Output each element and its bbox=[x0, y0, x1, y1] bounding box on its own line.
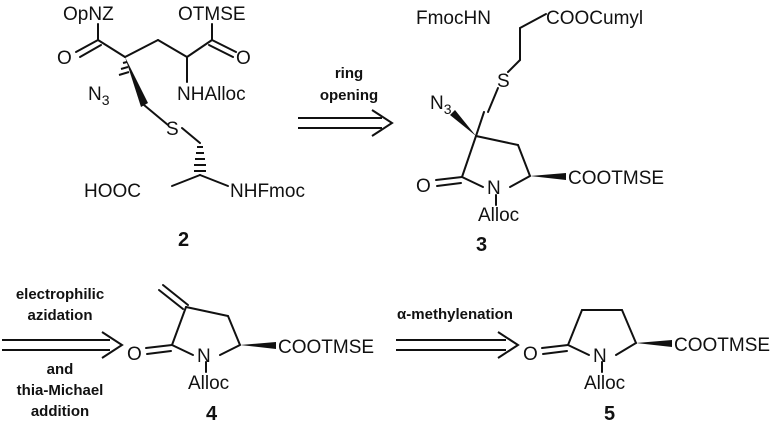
group-label: FmocHN bbox=[416, 8, 491, 29]
atom-label: S bbox=[166, 119, 179, 140]
atom-label: O bbox=[236, 48, 251, 69]
atom-label: N bbox=[593, 346, 607, 367]
atom-label: N bbox=[197, 346, 211, 367]
atom-label: O bbox=[523, 344, 538, 365]
compound-5: O N COOTMSE Alloc 5 bbox=[523, 309, 770, 425]
group-label: HOOC bbox=[84, 181, 141, 202]
compound-3: FmocHN COOCumyl S N3 O N COOTMSE Alloc 3 bbox=[416, 8, 664, 256]
atom-label: N3 bbox=[430, 93, 452, 117]
atom-label: N3 bbox=[88, 84, 110, 108]
group-label: COOTMSE bbox=[568, 168, 664, 189]
arrow-label: azidation bbox=[27, 307, 92, 324]
arrow-label: thia-Michael bbox=[17, 382, 104, 399]
stereo-hash-bond bbox=[194, 146, 206, 172]
group-label: Alloc bbox=[584, 373, 625, 394]
arrow-label: ring bbox=[335, 65, 363, 82]
arrow-label: opening bbox=[320, 87, 378, 104]
retro-arrow-azidation: electrophilic azidation and thia-Michael… bbox=[2, 286, 124, 420]
group-label: Alloc bbox=[478, 205, 519, 226]
arrow-label: electrophilic bbox=[16, 286, 104, 303]
retro-arrow-methylenation: α-methylenation bbox=[396, 306, 520, 359]
arrow-label: α-methylenation bbox=[397, 306, 513, 323]
compound-number: 2 bbox=[178, 229, 189, 251]
arrow-label: addition bbox=[31, 403, 89, 420]
group-label: COOCumyl bbox=[546, 8, 643, 29]
arrow-label: and bbox=[47, 361, 74, 378]
group-label: OTMSE bbox=[178, 4, 246, 25]
group-label: COOTMSE bbox=[278, 337, 374, 358]
atom-label: N bbox=[487, 178, 501, 199]
compound-4: O N COOTMSE Alloc 4 bbox=[127, 284, 374, 425]
group-label: Alloc bbox=[188, 373, 229, 394]
group-label: OpNZ bbox=[63, 4, 114, 25]
compound-number: 3 bbox=[476, 234, 487, 256]
compound-number: 4 bbox=[206, 403, 218, 425]
compound-2: OpNZ OTMSE O O N3 NHAlloc S HOOC NHFmoc … bbox=[57, 4, 305, 251]
retro-arrow-ring-opening: ring opening bbox=[298, 65, 394, 137]
atom-label: O bbox=[416, 176, 431, 197]
atom-label: O bbox=[127, 344, 142, 365]
group-label: NHFmoc bbox=[230, 181, 305, 202]
group-label: COOTMSE bbox=[674, 335, 770, 356]
group-label: NHAlloc bbox=[177, 84, 246, 105]
atom-label: O bbox=[57, 48, 72, 69]
compound-number: 5 bbox=[604, 403, 615, 425]
atom-label: S bbox=[497, 71, 510, 92]
stereo-hash-bond bbox=[118, 61, 130, 76]
